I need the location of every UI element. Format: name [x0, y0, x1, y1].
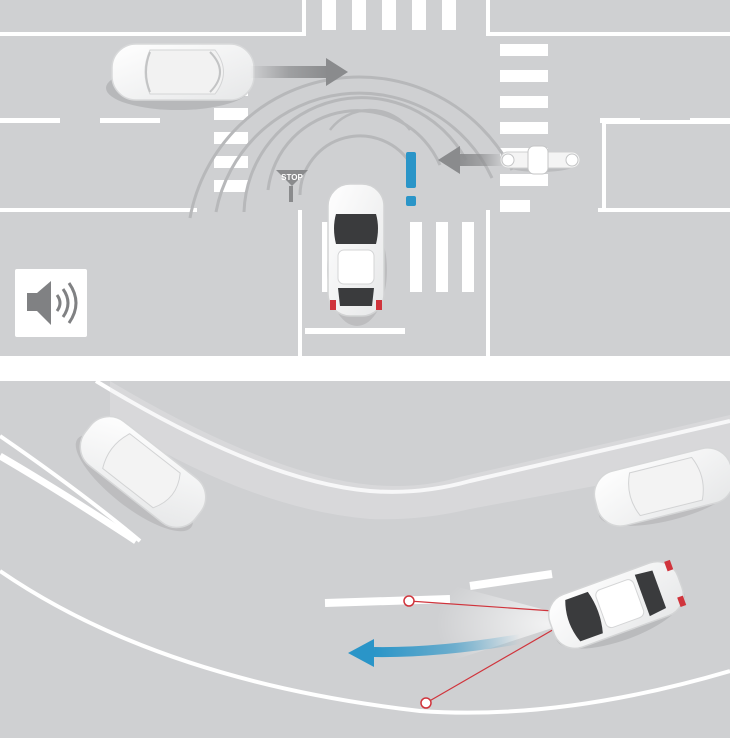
- speaker-alert-box: [15, 269, 87, 337]
- oncoming-car-left: [75, 415, 207, 532]
- stop-sign-icon: STOP: [276, 170, 308, 202]
- crosswalk-east: [500, 44, 548, 212]
- speaker-sound-icon: [27, 281, 78, 325]
- median-strip: [110, 381, 730, 520]
- detection-point-center: [403, 595, 415, 607]
- steering-assist-arrow: [348, 634, 521, 667]
- warning-exclamation-icon: [406, 152, 416, 206]
- lane-markings: [0, 118, 730, 334]
- intersection-illustration: STOP: [0, 0, 730, 356]
- lane-marking-left: [0, 452, 138, 544]
- detection-point-edge: [420, 697, 432, 709]
- panel-divider: [0, 356, 730, 381]
- stop-sign-label: STOP: [281, 173, 303, 182]
- curve-illustration: [0, 381, 730, 738]
- lane-marking-center-b: [469, 570, 553, 590]
- crosswalk-north: [322, 0, 456, 30]
- own-car-intersection: [327, 183, 387, 326]
- cross-traffic-car-west: [106, 43, 255, 110]
- curve-scene: [0, 381, 730, 738]
- intersection-scene: STOP: [0, 0, 730, 356]
- west-car-direction-arrow: [250, 58, 348, 86]
- motorcycle: [499, 145, 581, 175]
- own-car-curve: [547, 559, 687, 650]
- motorcycle-direction-arrow: [438, 146, 504, 174]
- curve-road-edges: [0, 381, 730, 715]
- car-right: [593, 447, 730, 527]
